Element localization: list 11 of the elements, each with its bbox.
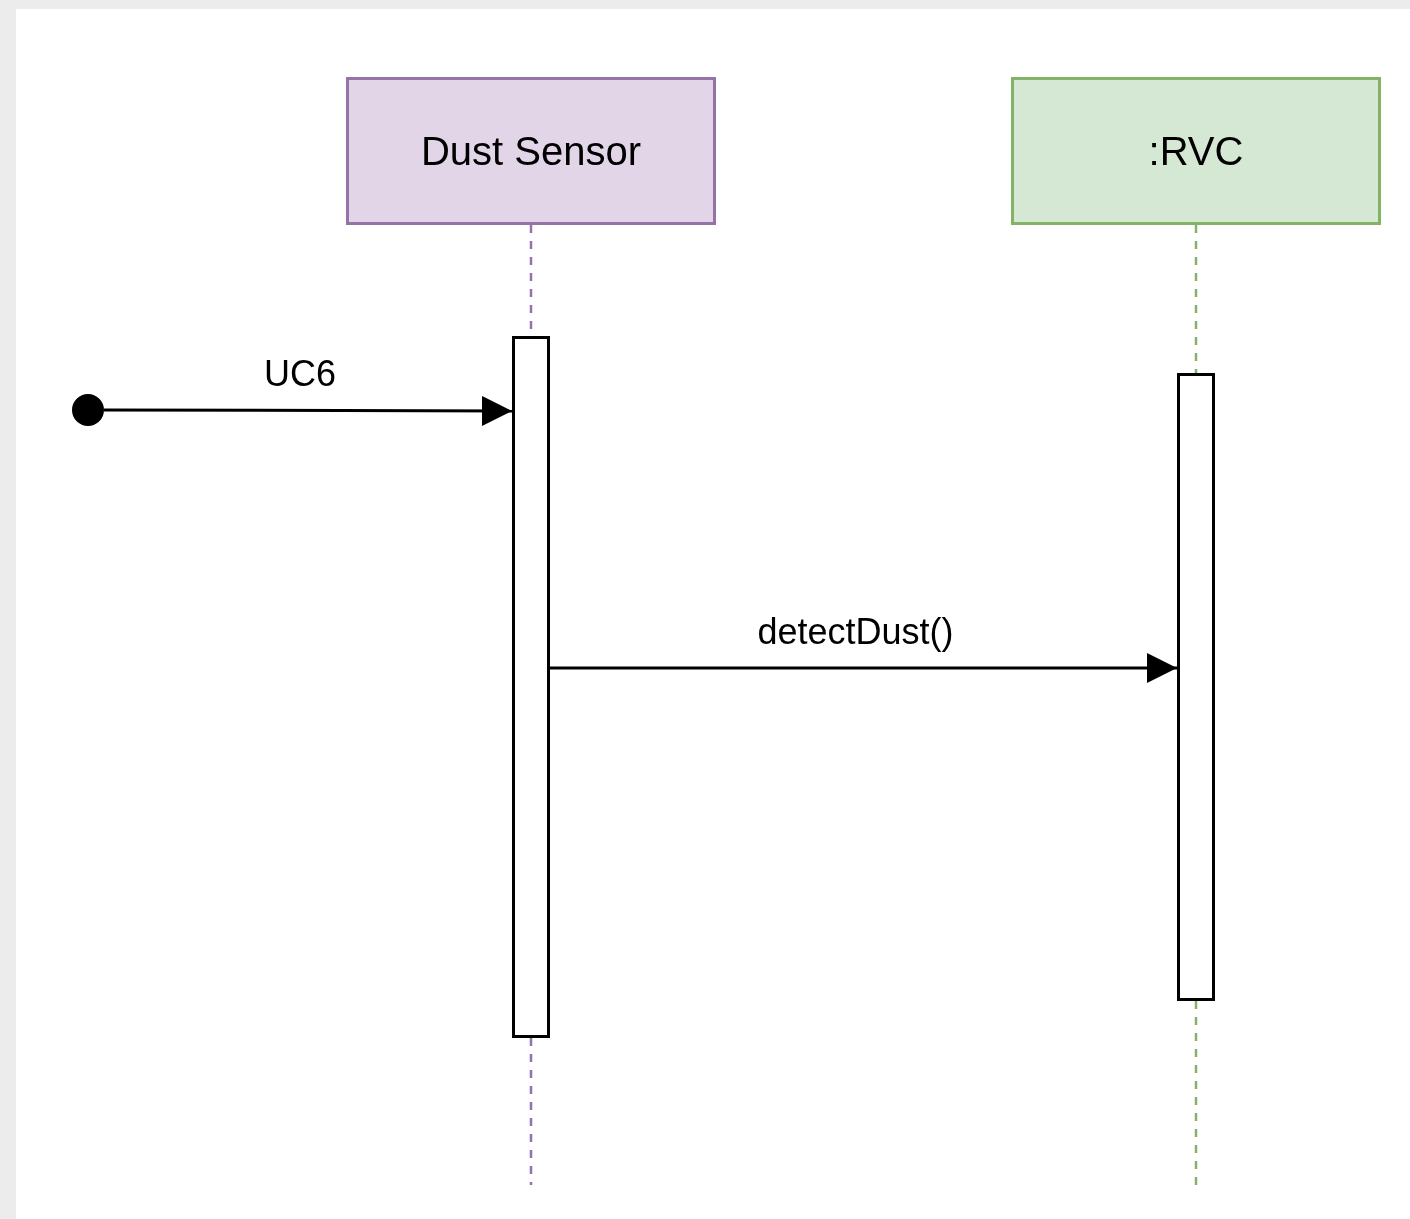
- participant-name: :RVC: [1148, 128, 1244, 174]
- message-arrow: [104, 395, 512, 426]
- lifeline: [529, 1038, 533, 1185]
- lifeline-header: [346, 77, 716, 225]
- activation-bar: [512, 336, 550, 1038]
- lifeline-header: [1011, 77, 1381, 225]
- activation-bar: [1177, 373, 1215, 1001]
- participant-name: Dust Sensor: [420, 128, 642, 174]
- message-arrow: [550, 653, 1177, 683]
- lifeline: [1194, 1001, 1198, 1185]
- lifeline: [1194, 225, 1198, 373]
